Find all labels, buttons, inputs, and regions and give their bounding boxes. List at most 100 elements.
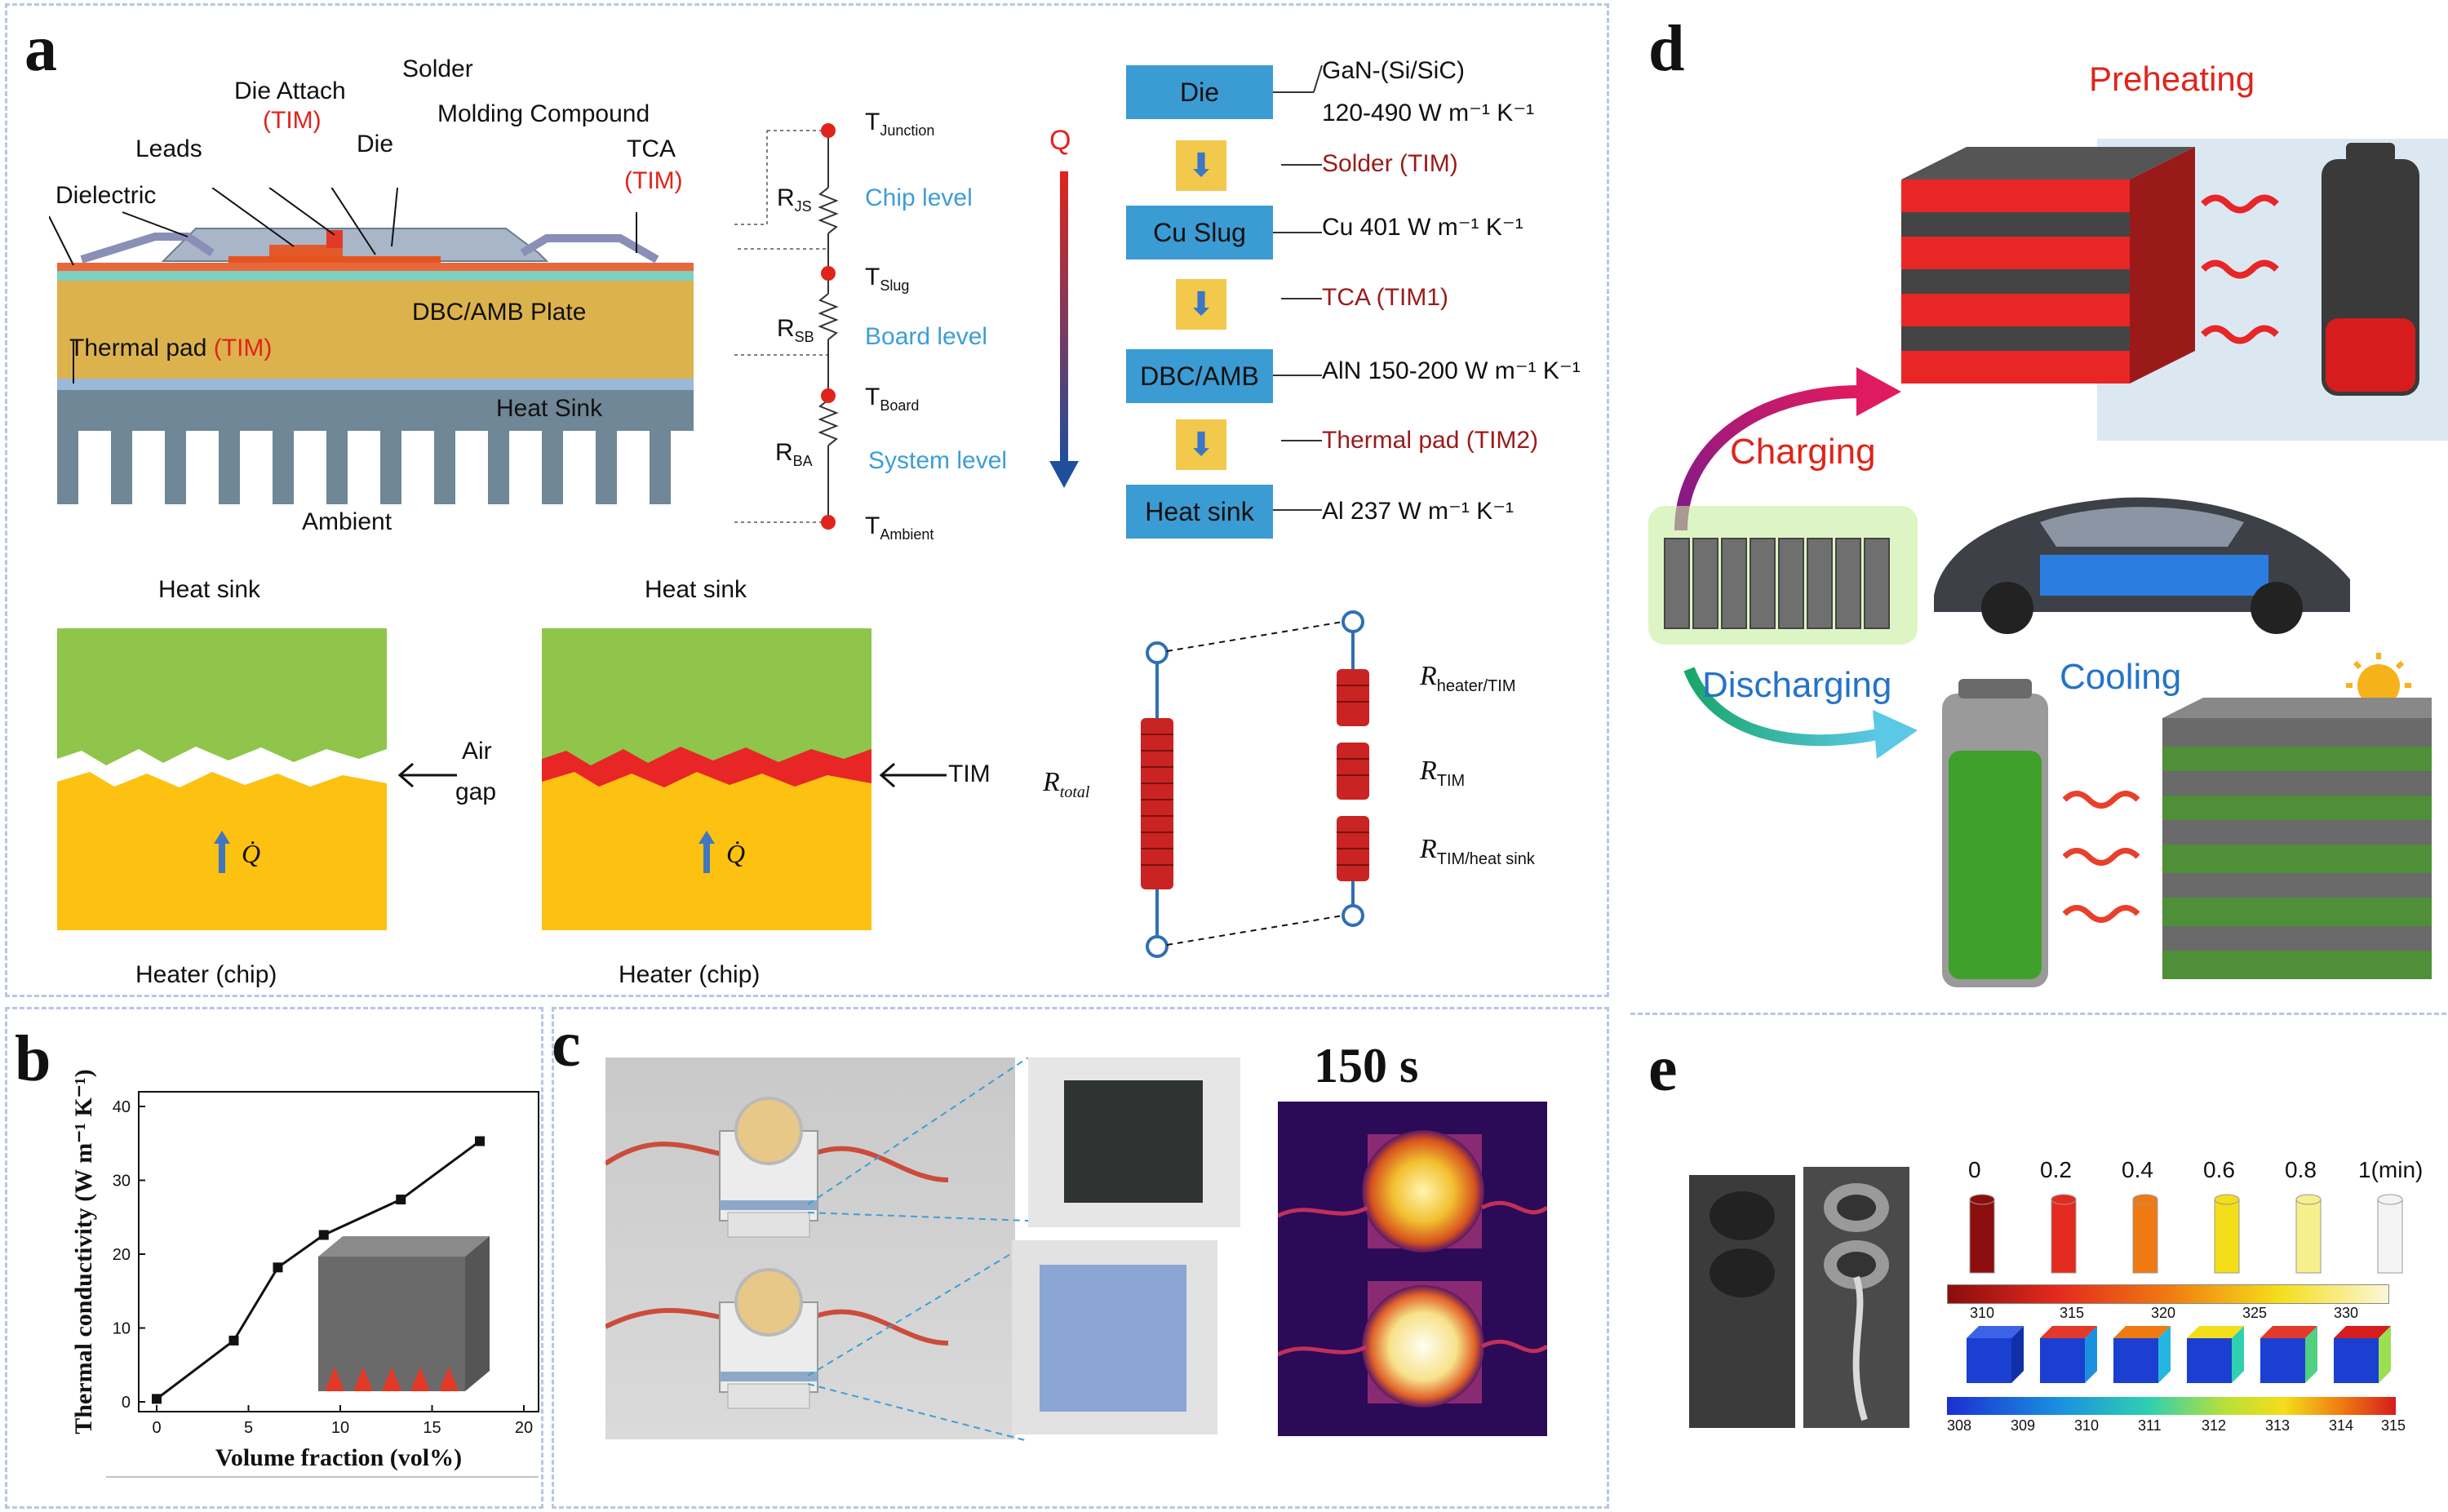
y-tick-label: 30 <box>113 1173 131 1191</box>
label-die: Die <box>357 131 394 157</box>
panel-e-label: e <box>1648 1033 1678 1105</box>
blue-tim-sample <box>1012 1240 1217 1434</box>
temperature-cylinder <box>1969 1194 1995 1274</box>
stack-dbc-amb: DBC/AMB <box>1126 349 1273 403</box>
al-conductivity: Al 237 W m⁻¹ K⁻¹ <box>1322 498 1514 525</box>
black-tim-sample <box>1028 1058 1240 1227</box>
cell-pack <box>1648 506 1918 645</box>
stack-heat-sink: Heat sink <box>1126 485 1273 539</box>
aln-conductivity: AlN 150-200 W m⁻¹ K⁻¹ <box>1322 357 1581 384</box>
inset-heat-arrow <box>325 1367 344 1391</box>
thermal-resistance-network <box>734 123 839 530</box>
preheating-module <box>1901 139 2448 441</box>
temperature-cylinder <box>2377 1194 2403 1274</box>
interface-heat-sink-1: Heat sink <box>158 576 261 603</box>
thermal-pad-tim2: Thermal pad (TIM2) <box>1322 427 1539 454</box>
charging-arrow <box>1674 367 1901 531</box>
qdot-1: Q̇ <box>242 839 261 868</box>
inset-heat-arrow <box>410 1367 430 1391</box>
inset-top <box>318 1236 490 1257</box>
qdot-2: Q̇ <box>726 839 746 868</box>
scale2-tick-0: 308 <box>1947 1417 1972 1434</box>
interface-arrows <box>397 762 947 788</box>
panel-a-label: a <box>24 13 57 85</box>
chart-b-plot-frame <box>138 1091 539 1412</box>
x-tick-label: 10 <box>331 1419 349 1437</box>
solder-tim: Solder (TIM) <box>1322 150 1458 177</box>
r-ba: RBA <box>775 439 813 469</box>
temperature-cylinders <box>1969 1194 2403 1274</box>
data-point <box>475 1136 485 1146</box>
x-tick-label: 0 <box>152 1419 161 1437</box>
label-tca-tim: (TIM) <box>624 167 683 194</box>
cu-conductivity: Cu 401 W m⁻¹ K⁻¹ <box>1322 214 1523 241</box>
label-ambient: Ambient <box>302 508 392 535</box>
stack-arrow-1: ⬇ <box>1176 140 1226 191</box>
scale1-tick-2: 320 <box>2151 1305 2176 1321</box>
temperature-cylinder <box>2214 1194 2240 1274</box>
panel-b-label: b <box>15 1023 51 1095</box>
spring-resistance-model <box>1141 610 1369 958</box>
label-tca: TCA <box>627 135 676 162</box>
package-cross-section <box>49 188 694 504</box>
label-die-attach: Die Attach <box>234 78 346 104</box>
die-material: GaN-(Si/SiC) <box>1322 57 1466 84</box>
data-point <box>318 1230 329 1240</box>
time-0-4: 0.4 <box>2122 1157 2153 1182</box>
temperature-cylinder <box>2132 1194 2158 1274</box>
scale1-tick-1: 315 <box>2060 1305 2085 1321</box>
time-0-2: 0.2 <box>2040 1157 2072 1182</box>
time-1-min: 1(min) <box>2358 1157 2424 1182</box>
scale1-tick-0: 310 <box>1970 1305 1995 1321</box>
t-board: TBoard <box>865 384 920 414</box>
r-heater-tim: Rheater/TIM <box>1420 661 1516 695</box>
scale2-tick-7: 315 <box>2381 1417 2406 1434</box>
label-leads: Leads <box>135 135 202 162</box>
panel-c-label: c <box>552 1009 581 1080</box>
label-tim: TIM <box>948 760 991 787</box>
sample-blocks <box>1689 1167 1909 1428</box>
data-point <box>396 1195 406 1205</box>
x-axis-label: Volume fraction (vol%) <box>215 1444 462 1471</box>
time-0: 0 <box>1968 1157 1981 1182</box>
label-cooling: Cooling <box>2060 657 2182 697</box>
label-charging: Charging <box>1730 432 1876 472</box>
stack-arrow-3: ⬇ <box>1176 419 1226 470</box>
inset-heat-arrow <box>439 1367 459 1391</box>
scale2-tick-1: 309 <box>2011 1417 2036 1434</box>
panel-b-frame <box>5 1007 543 1509</box>
heat-flow-arrow <box>1049 171 1079 488</box>
interface-heat-sink-2: Heat sink <box>645 576 747 603</box>
t-ambient: TAmbient <box>865 512 934 543</box>
inset-side <box>465 1236 490 1391</box>
temperature-cylinder <box>2051 1194 2077 1274</box>
r-tim-heat-sink: RTIM/heat sink <box>1420 834 1535 868</box>
scale1-tick-4: 330 <box>2334 1305 2359 1321</box>
scale2-tick-2: 310 <box>2074 1417 2100 1434</box>
y-axis-label: Thermal conductivity (W m⁻¹ K⁻¹) <box>70 1069 97 1434</box>
y-tick-label: 10 <box>113 1320 131 1338</box>
scale-2-ticks: 308 309 310 311 312 313 314 315 <box>1947 1417 2406 1438</box>
r-tim: RTIM <box>1420 756 1466 790</box>
data-point <box>273 1262 283 1273</box>
time-0-6: 0.6 <box>2203 1157 2235 1182</box>
label-dielectric: Dielectric <box>55 182 157 209</box>
tim-interface <box>542 628 871 930</box>
y-tick-label: 20 <box>113 1246 131 1264</box>
t-junction: TJunction <box>865 109 935 139</box>
time-0-8: 0.8 <box>2285 1157 2317 1182</box>
tca-tim1: TCA (TIM1) <box>1322 284 1448 311</box>
air-gap-interface <box>57 628 387 930</box>
panel-d-frame <box>1630 3 2446 1015</box>
panel-d-label: d <box>1648 13 1685 85</box>
conductivity-line <box>156 1140 481 1400</box>
thermal-time-label: 150 s <box>1314 1039 1419 1093</box>
scale2-tick-4: 312 <box>2202 1417 2227 1434</box>
electric-car <box>1934 497 2350 634</box>
data-point <box>152 1394 162 1404</box>
panel-c-frame <box>552 1007 1609 1509</box>
label-system-level: System level <box>868 447 1008 474</box>
r-sb: RSB <box>777 315 814 345</box>
label-die-attach-tim: (TIM) <box>263 107 322 134</box>
